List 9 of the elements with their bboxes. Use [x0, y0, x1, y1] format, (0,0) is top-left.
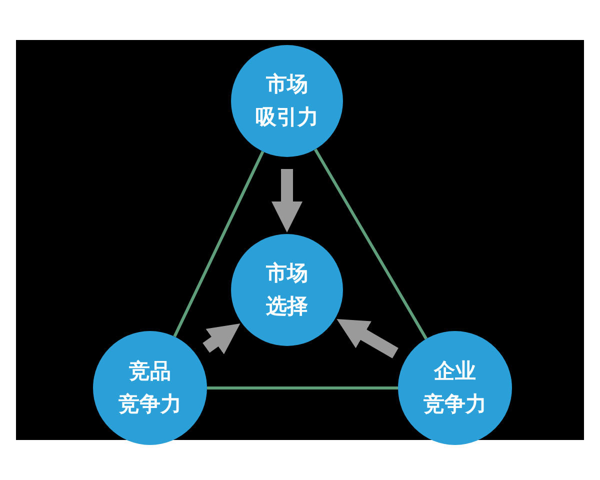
connector-line: [314, 148, 428, 340]
node-label: 市场选择: [266, 260, 308, 320]
connector-line: [207, 386, 398, 390]
block-arrow: [336, 318, 398, 358]
node-label: 竞品竞争力: [118, 358, 182, 418]
node-label: 企业竞争力: [424, 358, 486, 418]
node-label: 市场吸引力: [256, 71, 318, 131]
connector-line: [173, 150, 264, 338]
block-arrow: [202, 323, 240, 354]
